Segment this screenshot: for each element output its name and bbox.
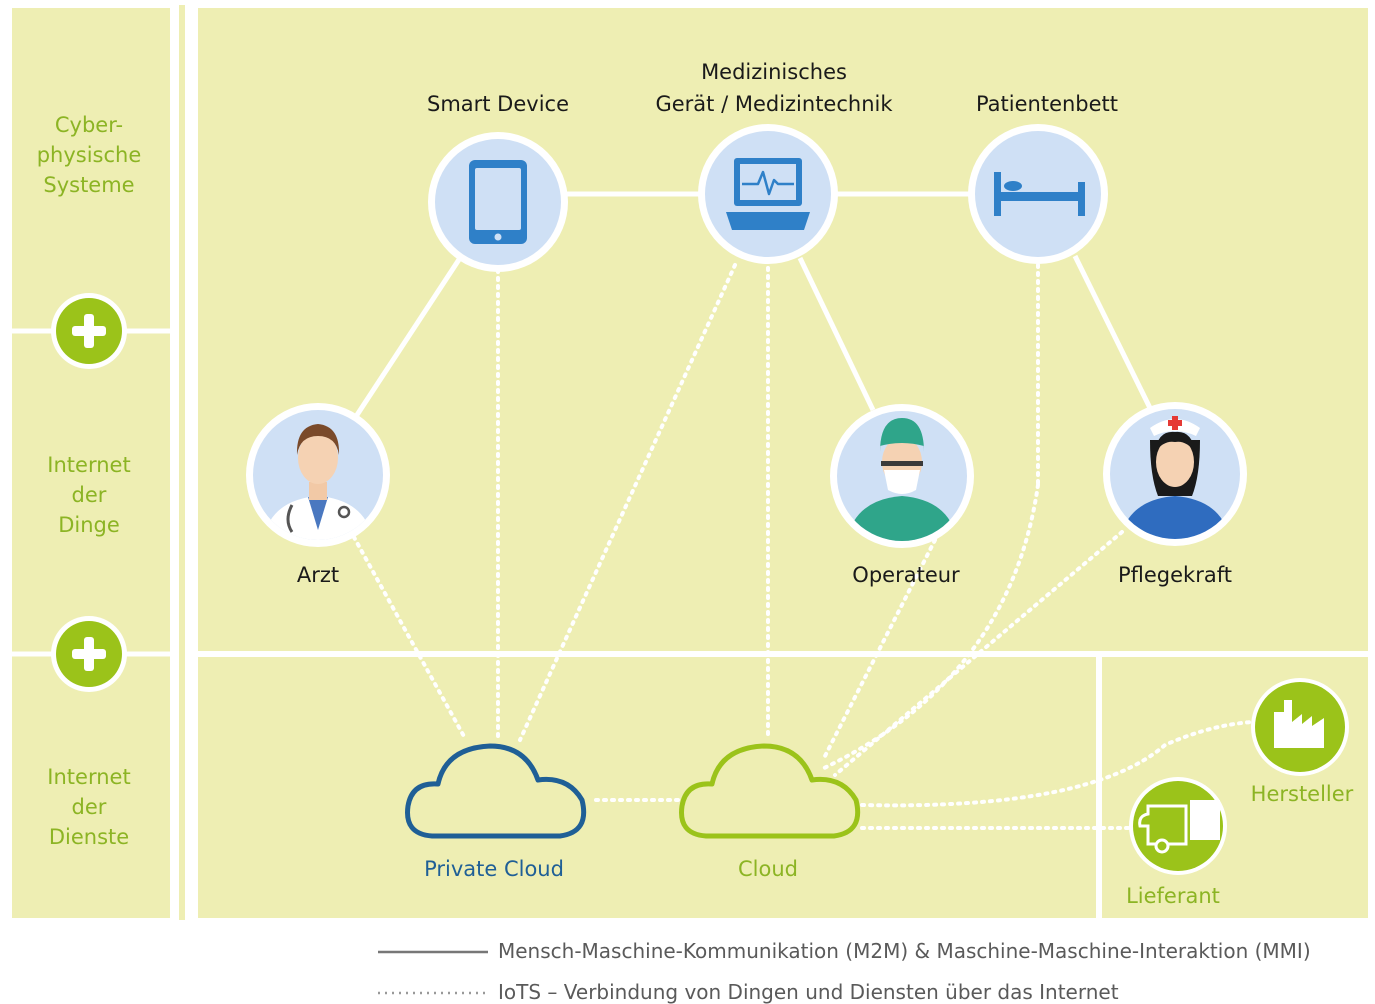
doctor-avatar-icon bbox=[246, 403, 390, 547]
legend-solid-text: Mensch-Maschine-Kommunikation (M2M) & Ma… bbox=[498, 939, 1311, 963]
cloud-label: Cloud bbox=[738, 857, 798, 881]
plus-badge bbox=[51, 616, 127, 692]
manufacturer-label: Hersteller bbox=[1250, 782, 1354, 806]
medical-device-label-line2: Gerät / Medizintechnik bbox=[655, 92, 893, 116]
laptop-monitor-icon bbox=[698, 124, 838, 264]
solid-link bbox=[352, 256, 463, 420]
legend-dotted-text: IoTS – Verbindung von Dingen und Dienste… bbox=[498, 980, 1119, 1004]
dotted-link bbox=[860, 720, 1254, 808]
dotted-link bbox=[818, 483, 1040, 772]
dotted-link bbox=[518, 263, 737, 742]
doctor-label: Arzt bbox=[296, 563, 340, 587]
factory-icon bbox=[1251, 678, 1349, 776]
supplier-label: Lieferant bbox=[1126, 884, 1220, 908]
layer-label-cps: Cyber- physische Systeme bbox=[36, 113, 142, 197]
surgeon-avatar-icon bbox=[830, 404, 974, 548]
nurse-label: Pflegekraft bbox=[1118, 563, 1232, 587]
bed-icon bbox=[968, 124, 1108, 264]
nurse-avatar-icon bbox=[1103, 402, 1247, 546]
dotted-link bbox=[833, 530, 1124, 777]
cloud-icon bbox=[405, 743, 587, 839]
cloud-icon bbox=[679, 743, 861, 839]
tablet-icon bbox=[428, 132, 568, 272]
operator-label: Operateur bbox=[852, 563, 960, 587]
dotted-link bbox=[348, 528, 468, 742]
patient-bed-label: Patientenbett bbox=[975, 92, 1119, 116]
layer-label-iot: Internet der Dinge bbox=[47, 453, 131, 537]
smart-device-label: Smart Device bbox=[426, 92, 570, 116]
medical-device-label-line1: Medizinisches bbox=[701, 60, 847, 84]
services-panel bbox=[198, 657, 1096, 918]
private-cloud-label: Private Cloud bbox=[424, 857, 564, 881]
sidebar-panel bbox=[12, 8, 170, 918]
solid-link bbox=[797, 256, 876, 412]
plus-badge bbox=[51, 293, 127, 369]
vertical-divider bbox=[179, 5, 185, 920]
solid-connections bbox=[352, 191, 1153, 420]
dotted-connections bbox=[348, 263, 1254, 830]
layer-label-ios: Internet der Dienste bbox=[47, 765, 131, 849]
truck-icon bbox=[1129, 777, 1227, 875]
solid-link bbox=[1072, 254, 1153, 410]
dotted-link bbox=[821, 538, 937, 762]
